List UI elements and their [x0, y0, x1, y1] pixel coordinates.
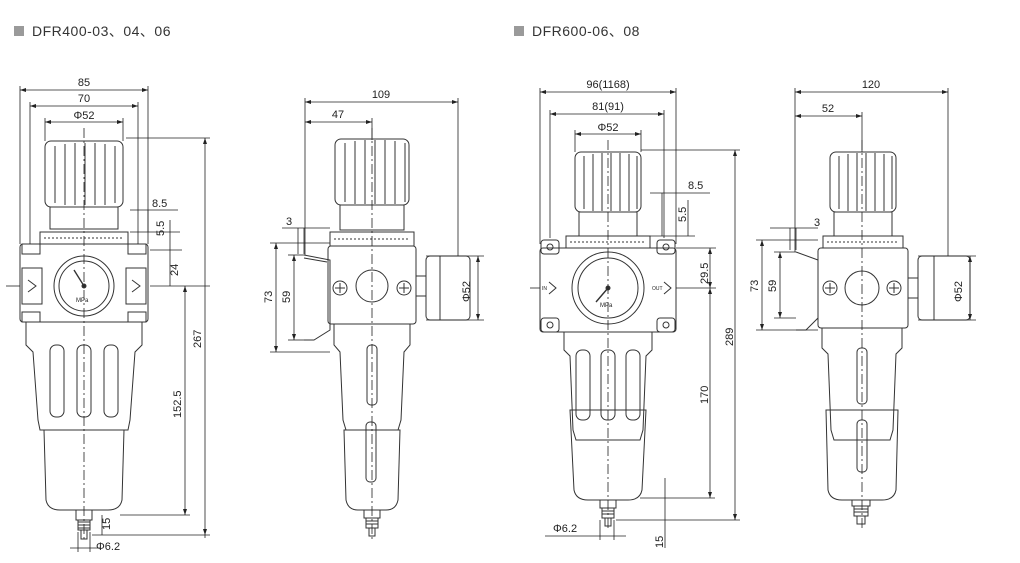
dim-152-5: 152.5	[172, 390, 184, 418]
dim-289: 289	[724, 328, 736, 346]
dim-267: 267	[192, 330, 204, 348]
dim-109: 109	[372, 89, 390, 101]
dim-phi6-2: Φ6.2	[553, 523, 577, 535]
dim-phi6-2: Φ6.2	[96, 541, 120, 553]
dim-81-91: 81(91)	[592, 101, 624, 113]
dim-3: 3	[286, 216, 292, 228]
port-in-label: IN	[542, 286, 547, 292]
dim-96-1168: 96(1168)	[586, 79, 629, 91]
dim-29-5: 29.5	[699, 263, 711, 284]
dim-phi52: Φ52	[597, 122, 618, 134]
dim-8-5: 8.5	[688, 180, 703, 192]
dim-24: 24	[169, 264, 181, 276]
dim-15: 15	[654, 536, 666, 548]
dim-85: 85	[78, 77, 90, 89]
dim-120: 120	[862, 79, 880, 91]
dim-73: 73	[263, 291, 275, 303]
dim-phi52: Φ52	[73, 110, 94, 122]
dim-59: 59	[281, 291, 293, 303]
dim-5-5: 5.5	[677, 207, 689, 222]
dim-59: 59	[767, 280, 779, 292]
title-marker-icon	[514, 26, 524, 36]
dimension-arrows	[20, 88, 972, 535]
section-title-dfr600: DFR600-06、08	[514, 21, 640, 41]
dim-phi52: Φ52	[953, 281, 965, 302]
section-title-dfr400: DFR400-03、04、06	[14, 21, 171, 41]
section-title-text: DFR600-06、08	[532, 23, 640, 39]
dfr600-side-view	[795, 151, 971, 525]
dim-8-5: 8.5	[152, 198, 167, 210]
dim-phi52: Φ52	[461, 281, 473, 302]
dim-73: 73	[749, 280, 761, 292]
dim-170: 170	[699, 386, 711, 404]
title-marker-icon	[14, 26, 24, 36]
dim-47: 47	[332, 109, 344, 121]
dfr400-side-view	[303, 138, 471, 537]
gauge-unit-label: MPa	[76, 298, 89, 304]
dim-15: 15	[101, 518, 113, 530]
section-title-text: DFR400-03、04、06	[32, 23, 172, 39]
port-out-label: OUT	[652, 286, 663, 292]
dim-3: 3	[814, 217, 820, 229]
gauge-unit-label: MPa	[600, 303, 613, 309]
dim-5-5: 5.5	[155, 221, 167, 236]
dim-52: 52	[822, 103, 834, 115]
dim-70: 70	[78, 93, 90, 105]
